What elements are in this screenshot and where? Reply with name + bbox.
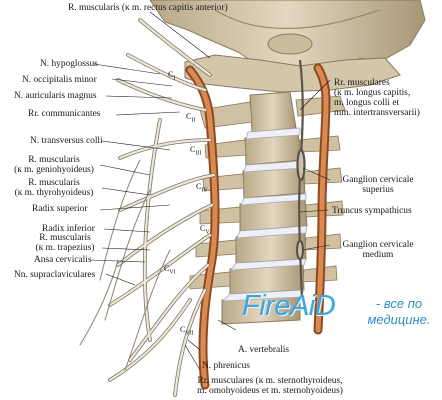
- segment-c5: CV: [200, 224, 210, 236]
- vertebral-column: [221, 91, 308, 325]
- label-rr-musculares-longus: Rr. musculares (к m. longus capitis, m. …: [334, 78, 420, 118]
- label-n-occipitalis-minor: N. occipitalis minor: [22, 75, 97, 85]
- label-n-hypoglossus: N. hypoglossus: [40, 59, 98, 69]
- label-r-muscularis-rectus: R. muscularis (к m. rectus capitis anter…: [68, 3, 228, 13]
- label-radix-inferior: Radix inferior: [42, 224, 95, 234]
- label-ganglion-cervicale-superius: Ganglion cervicale superius: [342, 175, 414, 195]
- label-rr-musculares-sterno: Rr. musculares (к m. sternothyroideus, m…: [197, 376, 343, 396]
- label-rr-communicantes: Rr. communicantes: [28, 109, 101, 119]
- label-radix-superior: Radix superior: [32, 204, 88, 214]
- label-n-transversus-colli: N. transversus colli: [30, 136, 103, 146]
- watermark-name: FireAiD: [242, 290, 336, 322]
- segment-c2: CII: [186, 112, 196, 124]
- segment-c1: CI: [168, 70, 176, 82]
- atlas: [184, 54, 401, 93]
- label-a-vertebralis: A. vertebralis: [238, 345, 290, 355]
- label-truncus-sympathicus: Truncus sympathicus: [332, 206, 412, 216]
- segment-c7: CVII: [180, 325, 194, 337]
- segment-c3: CIII: [190, 145, 202, 157]
- skull-detail: [214, 9, 381, 29]
- label-ganglion-cervicale-medium: Ganglion cervicale medium: [342, 240, 414, 260]
- intervertebral-discs: [221, 127, 308, 302]
- leader-lines: [89, 11, 331, 371]
- occipital-condyle: [267, 33, 313, 55]
- label-r-muscularis-geniohyoid: R. muscularis (к m. geniohyoideus): [14, 155, 94, 175]
- label-n-phrenicus: N. phrenicus: [202, 361, 250, 371]
- fireaid-watermark: FireAiD - все по медицине.: [242, 290, 431, 327]
- label-r-muscularis-trapezius: R. muscularis (к m. trapezius): [35, 233, 95, 253]
- segment-c4: CIV: [196, 182, 208, 194]
- segment-c6: CVI: [164, 264, 176, 276]
- label-ansa-cervicalis: Ansa cervicalis: [34, 255, 92, 265]
- watermark-tagline: - все по медицине.: [367, 296, 431, 327]
- label-nn-supraclaviculares: Nn. supraclaviculares: [14, 270, 96, 280]
- sympathetic-trunk: [295, 59, 306, 301]
- label-n-auricularis-magnus: N. auricularis magnus: [14, 91, 97, 101]
- label-r-muscularis-thyrohyoid: R. muscularis (к m. thyrohyoideus): [14, 178, 94, 198]
